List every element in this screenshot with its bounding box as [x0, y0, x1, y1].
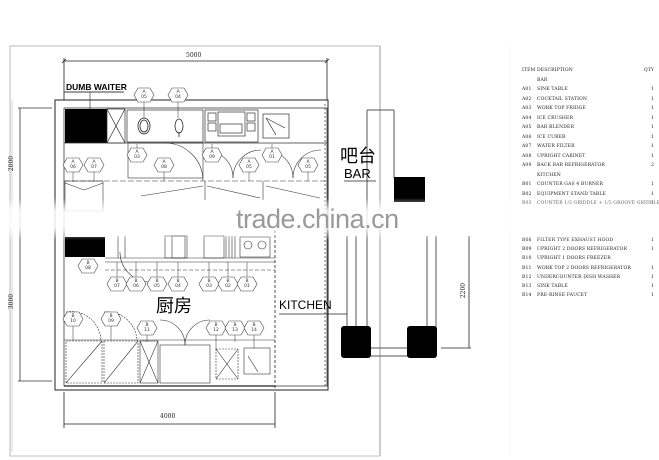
equipment-dark-block [65, 237, 105, 257]
dim-top-text: 5000 [186, 52, 202, 59]
dim-left-upper-text: 2000 [8, 155, 16, 172]
dim-bar-text: 2200 [460, 282, 468, 299]
dim-bottom-text: 4000 [160, 413, 176, 420]
bar-sinks [137, 117, 184, 137]
bar-label-en: BAR [344, 166, 371, 181]
dumb-waiter-label: DUMB WAITER [66, 82, 127, 92]
watermark-text: trade.china.cn [236, 204, 399, 234]
kitchen-lower-counter [64, 311, 275, 384]
dimension-bottom [63, 392, 276, 428]
dimension-top [61, 58, 330, 100]
bar-counter [64, 104, 327, 386]
bar-label-cn: 吧台 [340, 146, 376, 167]
kitchen-label-cn: 厨房 [156, 296, 192, 317]
hex-tags [62, 87, 319, 336]
dim-left-lower-text: 3000 [8, 293, 16, 310]
table-row: BAR [537, 77, 548, 83]
bar-column-top [394, 177, 425, 202]
bar-cabinets [64, 142, 325, 212]
dimension-bar [441, 236, 471, 349]
leader-lines [72, 102, 309, 350]
table-row: KITCHEN [537, 172, 561, 178]
kitchen-label-en: KITCHEN [279, 298, 332, 312]
room-walls [54, 99, 329, 391]
dumb-waiter-block [65, 109, 107, 143]
dimension-left [11, 100, 52, 452]
watermark-band [0, 198, 659, 240]
table-header: ITEM DESCRIPTION QTY [522, 68, 654, 73]
bar-stool-left [341, 326, 371, 358]
bar-stool-right [407, 326, 437, 358]
kitchen-equipment [65, 235, 275, 283]
